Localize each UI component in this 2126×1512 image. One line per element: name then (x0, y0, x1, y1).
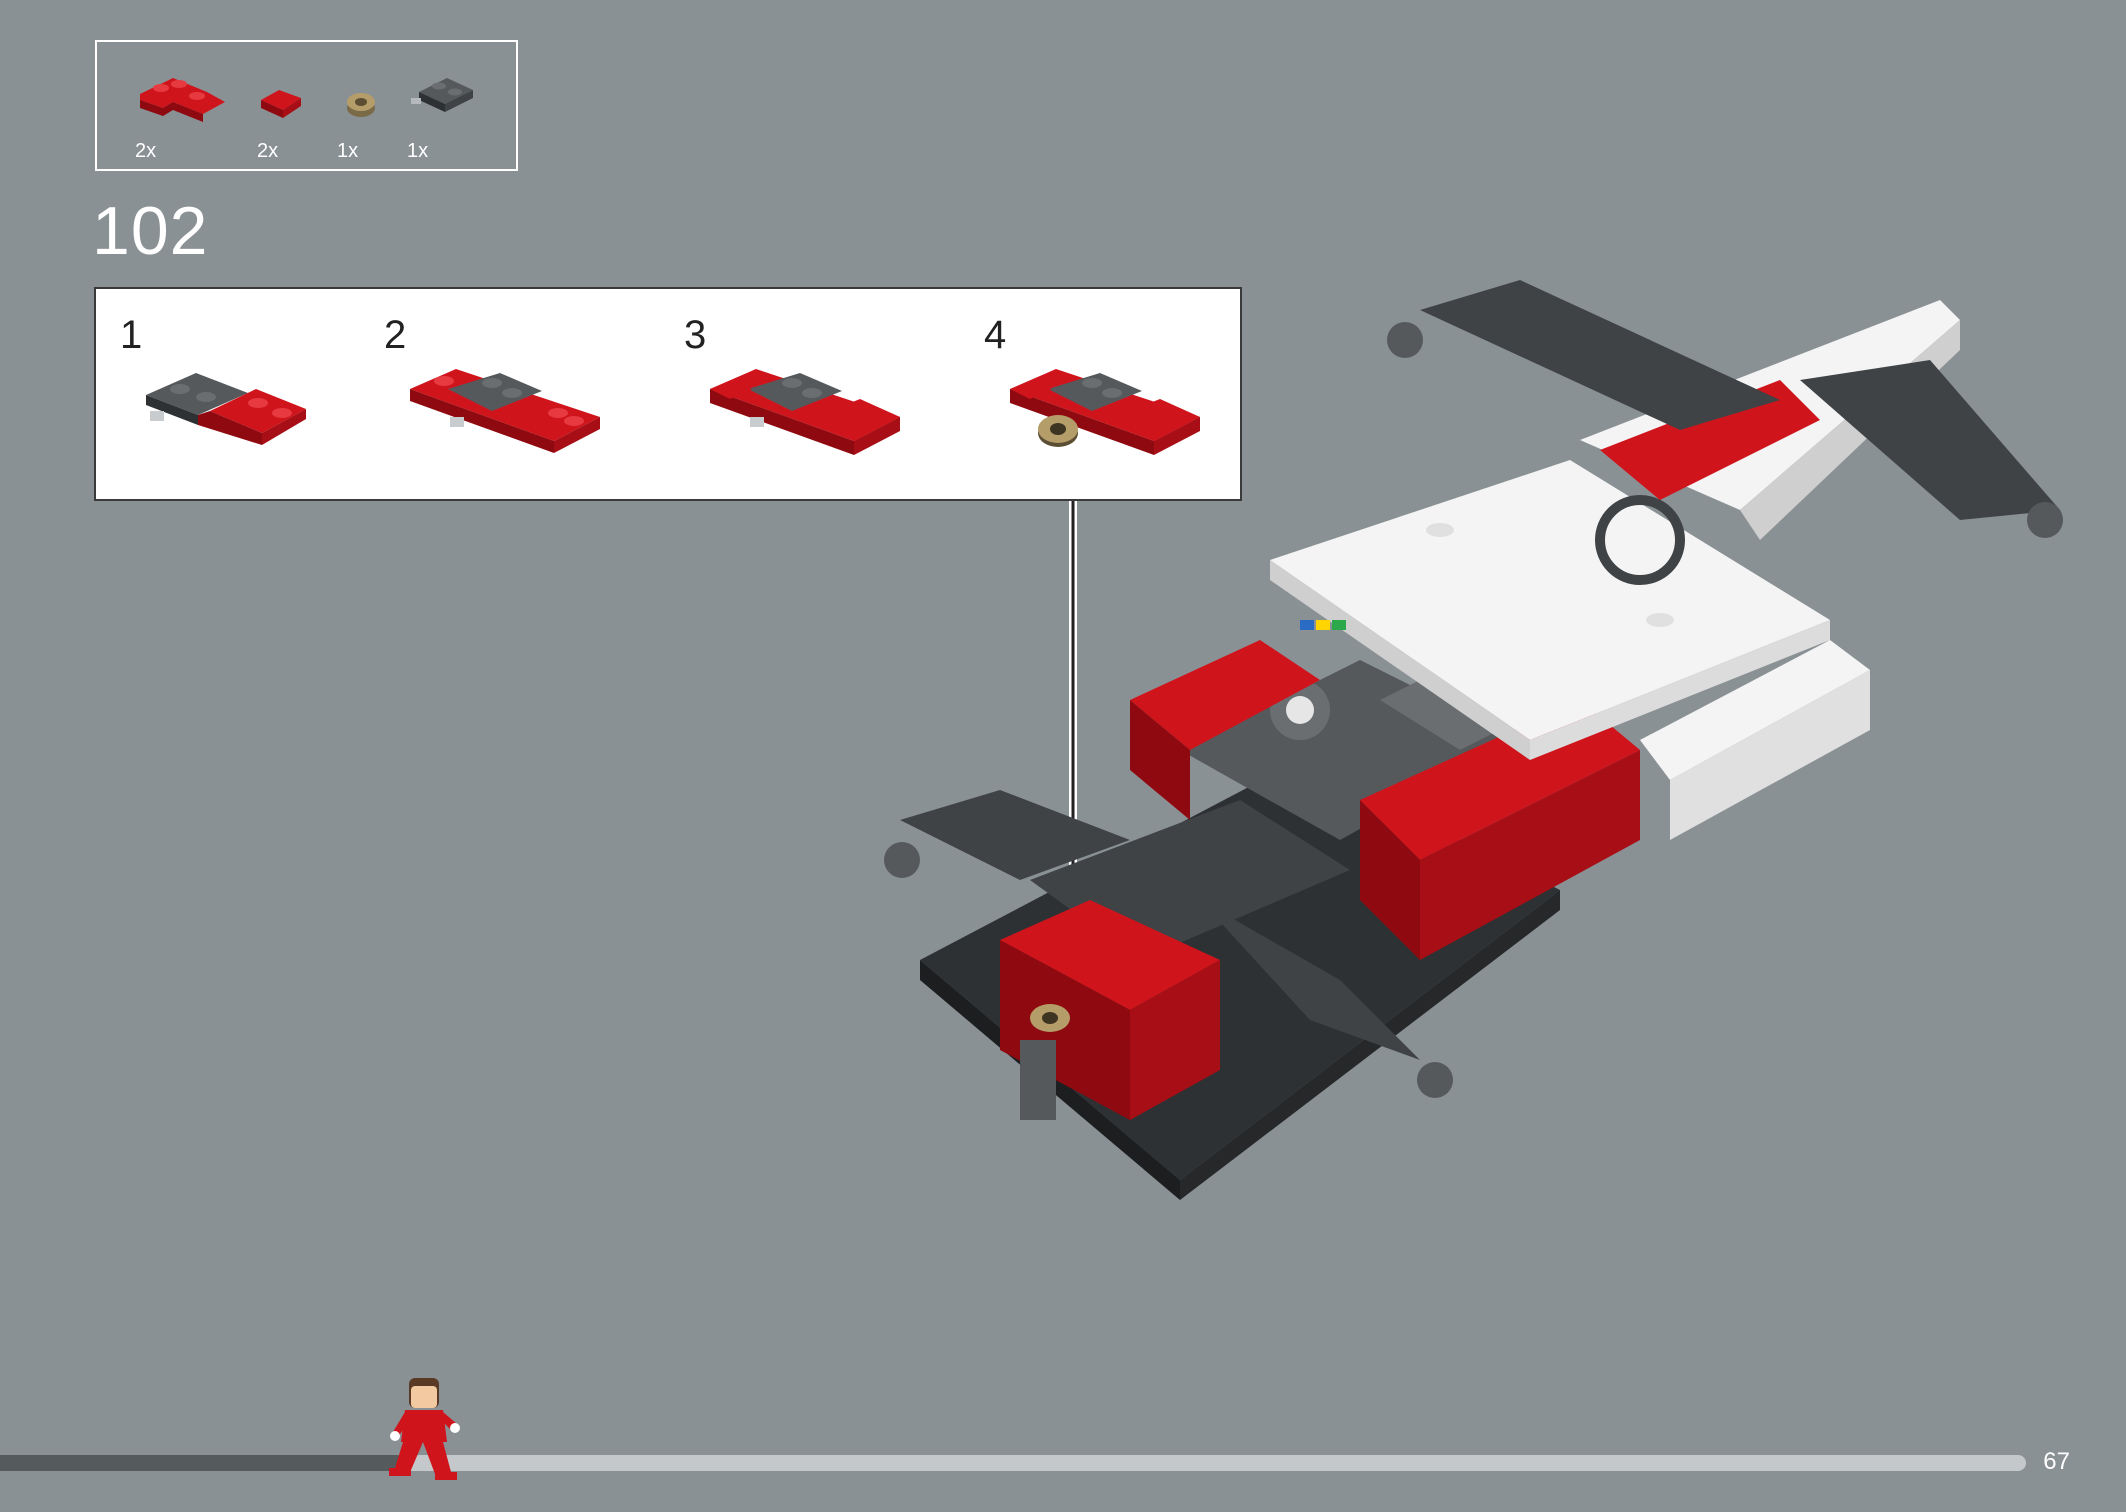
parts-item: 2x (135, 62, 225, 162)
parts-item: 1x (407, 62, 497, 162)
parts-item: 2x (257, 62, 347, 162)
sub-step-number: 2 (384, 313, 407, 357)
parts-item: 1x (337, 62, 427, 162)
sub-step-3-illustration (710, 369, 900, 455)
sub-step-1-illustration (146, 373, 306, 445)
sub-step-number: 1 (120, 313, 143, 357)
runner-minifigure-icon (389, 1378, 460, 1480)
sub-step-number: 4 (984, 313, 1007, 357)
part-quantity: 1x (407, 140, 429, 162)
sub-step-callout: 1 2 3 (94, 287, 1242, 501)
red-tile-icon (261, 90, 301, 118)
page-number: 67 (2043, 1448, 2070, 1475)
sub-step-2-illustration (410, 369, 600, 453)
sub-step-1: 1 (96, 289, 386, 499)
sub-step-2: 2 (360, 289, 650, 499)
red-corner-plate-icon (140, 78, 225, 122)
part-quantity: 1x (337, 140, 359, 162)
car-model-illustration (884, 280, 2063, 1200)
step-number: 102 (92, 193, 209, 269)
sub-step-3: 3 (660, 289, 950, 499)
parts-list-box: 2x 2x 1x 1x (95, 40, 518, 171)
sub-step-4-illustration (1010, 369, 1200, 455)
part-quantity: 2x (135, 140, 157, 162)
sub-step-4: 4 (960, 289, 1250, 499)
part-quantity: 2x (257, 140, 279, 162)
sub-step-number: 3 (684, 313, 707, 357)
progress-bar-track (0, 1455, 2026, 1471)
progress-bar-fill (0, 1455, 405, 1471)
dark-grey-pin-plate-icon (411, 78, 473, 112)
gold-ring-icon (347, 93, 375, 117)
